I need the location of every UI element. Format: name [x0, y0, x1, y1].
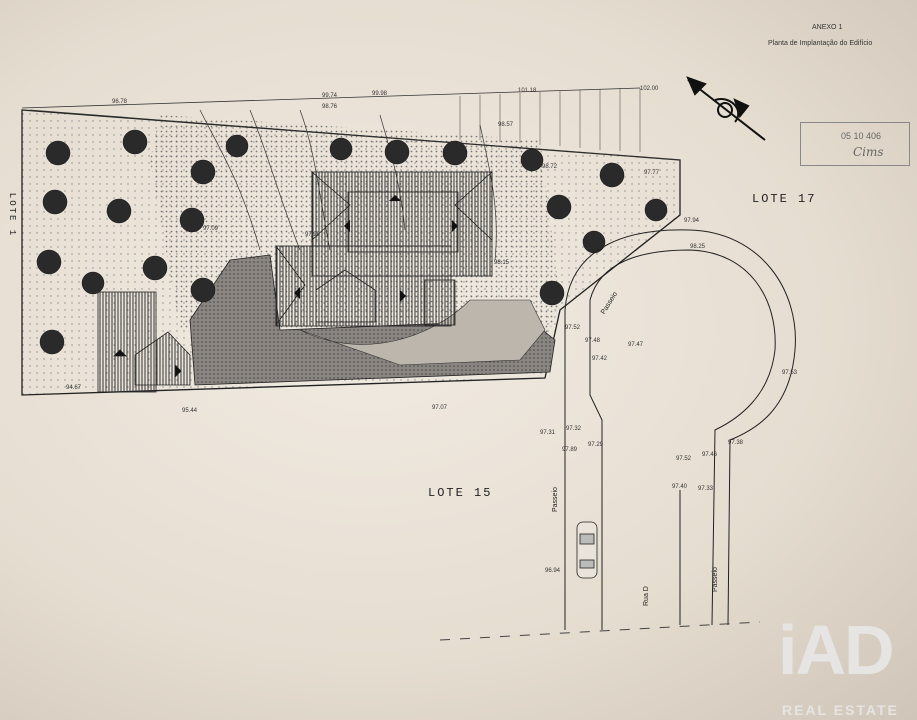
spot-level: 98.15 [494, 260, 510, 266]
spot-level: 98.72 [542, 164, 558, 170]
roof-ridge-marks [294, 195, 458, 302]
spot-level: 97.53 [782, 370, 798, 376]
spot-level: 97.77 [644, 170, 660, 176]
car-icon [576, 521, 598, 579]
spot-level: 97.46 [702, 452, 718, 458]
spot-level: 96.94 [545, 568, 561, 574]
spot-level: 97.89 [562, 447, 578, 453]
spot-level: 99.74 [322, 93, 338, 99]
spot-level: 97.38 [728, 440, 744, 446]
passeio-left-label: Passeio [552, 487, 559, 512]
spot-level: 97.40 [672, 484, 688, 490]
plan-title: Planta de Implantação do Edifício [768, 40, 873, 47]
spot-level: 97.33 [698, 486, 714, 492]
spot-level: 97.52 [565, 325, 581, 331]
spot-level: 102.00 [640, 86, 659, 92]
street-label: Rua D [643, 586, 650, 606]
stamp-date: 05 10 406 [841, 131, 882, 141]
lot-15-label: LOTE 15 [428, 486, 493, 500]
spot-level: 97.52 [676, 456, 692, 462]
paved-path [299, 299, 546, 366]
spot-level: 97.09 [203, 226, 219, 232]
spot-level: 97.42 [592, 356, 608, 362]
north-arrow-icon [686, 76, 766, 141]
top-boundary [21, 87, 641, 109]
road-dashes [439, 621, 761, 641]
spot-level: 97.47 [628, 342, 644, 348]
road-culdesac [564, 229, 796, 630]
spot-level: 97.98 [305, 232, 321, 238]
lot-17-label: LOTE 17 [752, 192, 817, 206]
spot-level: 101.18 [518, 88, 537, 94]
fence-ticks [459, 88, 641, 152]
brand-tagline: REAL ESTATE [782, 702, 899, 718]
spot-level: 99.98 [372, 91, 388, 97]
spot-level: 97.48 [585, 338, 601, 344]
main-house [275, 171, 493, 327]
approval-stamp: 05 10 406 Cims [800, 122, 910, 166]
spot-level: 97.31 [540, 430, 556, 436]
spot-level: 97.29 [588, 442, 604, 448]
spot-level: 97.94 [684, 218, 700, 224]
spot-level: 95.44 [182, 408, 198, 414]
trees [36, 129, 668, 355]
spot-level: 97.07 [432, 405, 448, 411]
passeio-right-label: Passeio [712, 567, 719, 592]
spot-level: 96.78 [112, 99, 128, 105]
iad-logo: iAD [778, 611, 895, 689]
spot-level: 98.57 [498, 122, 514, 128]
spot-level: 98.25 [690, 244, 706, 250]
spot-level: 97.32 [566, 426, 582, 432]
spot-level: 94.67 [66, 385, 82, 391]
spot-level: 98.76 [322, 104, 338, 110]
lot-left-label: LOTE 1 [7, 192, 18, 238]
annex-building [97, 291, 191, 393]
annex-label: ANEXO 1 [812, 24, 843, 31]
stamp-signature: Cims [853, 145, 884, 159]
